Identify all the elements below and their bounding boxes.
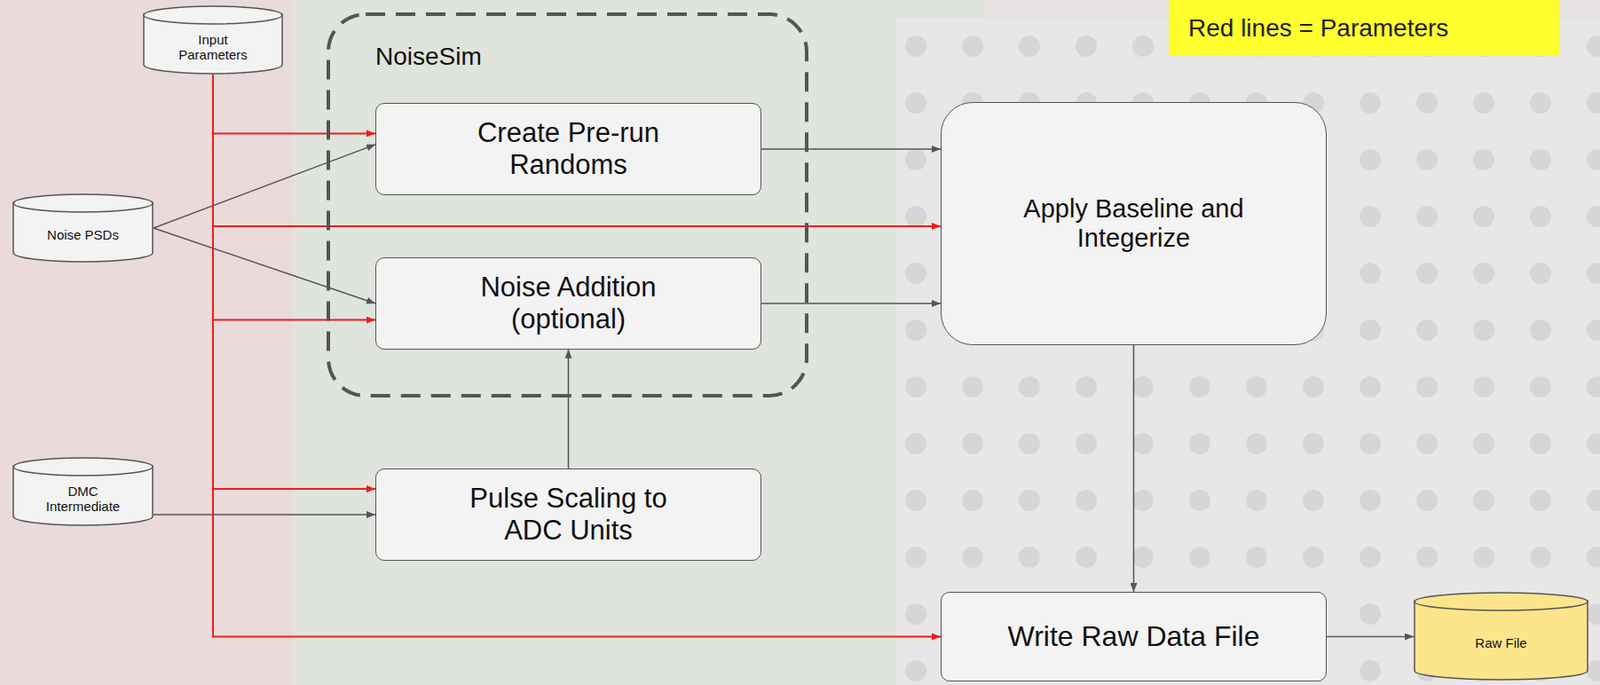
process-box: Noise Addition (optional) <box>375 257 762 349</box>
plate-holes <box>896 17 1600 685</box>
note-text: Red lines = Parameters <box>1188 14 1449 43</box>
cylinder-top <box>143 6 283 24</box>
process-box: Pulse Scaling to ADC Units <box>375 468 762 560</box>
node-text: Noise PSDs <box>47 227 119 243</box>
parameter-arrow <box>212 74 941 638</box>
group-region: NoiseSimCreate Pre-run RandomsNoise Addi… <box>326 12 809 398</box>
node-text: DMC Intermediate <box>39 483 128 515</box>
parameter-arrow <box>212 74 941 227</box>
data-flow-arrow <box>153 144 376 229</box>
node-text: Write Raw Data File <box>1008 620 1261 654</box>
cylinder-top <box>1414 592 1588 611</box>
process-box: Write Raw Data File <box>940 591 1327 682</box>
node-text: Apply Baseline and Integerize <box>1000 194 1268 254</box>
data-store-cylinder: Noise PSDs <box>12 193 154 263</box>
dashed-border <box>328 14 807 396</box>
cylinder-top <box>13 457 153 476</box>
perforated-plate <box>896 17 1600 685</box>
data-flow-arrow <box>761 148 941 150</box>
process-box: Apply Baseline and Integerize <box>940 102 1327 346</box>
photo-left-band <box>0 0 320 685</box>
note-box: Red lines = Parameters <box>1168 0 1560 56</box>
process-box: Create Pre-run Randoms <box>375 102 762 195</box>
group-title: NoiseSim <box>375 42 482 71</box>
data-flow-arrow <box>1133 345 1135 592</box>
node-text: Input Parameters <box>168 31 258 64</box>
data-flow-arrow <box>153 228 376 304</box>
data-store-cylinder: DMC Intermediate <box>12 457 154 527</box>
node-text: Noise Addition (optional) <box>449 271 689 335</box>
circuit-board <box>292 0 986 685</box>
cylinder-body <box>1414 600 1588 680</box>
data-flow-arrow <box>761 302 941 305</box>
parameter-arrow <box>212 74 376 489</box>
data-flow-arrow <box>153 513 376 516</box>
cylinder-top <box>13 194 153 213</box>
data-store-cylinder: Input Parameters <box>142 5 284 75</box>
parameter-arrow <box>212 74 376 134</box>
data-store-cylinder: Raw File <box>1413 591 1589 681</box>
node-text: Pulse Scaling to ADC Units <box>449 482 689 546</box>
data-flow-arrow <box>1326 636 1414 639</box>
parameter-arrow <box>212 74 376 321</box>
node-text: Create Pre-run Randoms <box>449 117 689 181</box>
node-text: Raw File <box>1474 635 1527 651</box>
data-flow-arrow <box>567 349 570 470</box>
